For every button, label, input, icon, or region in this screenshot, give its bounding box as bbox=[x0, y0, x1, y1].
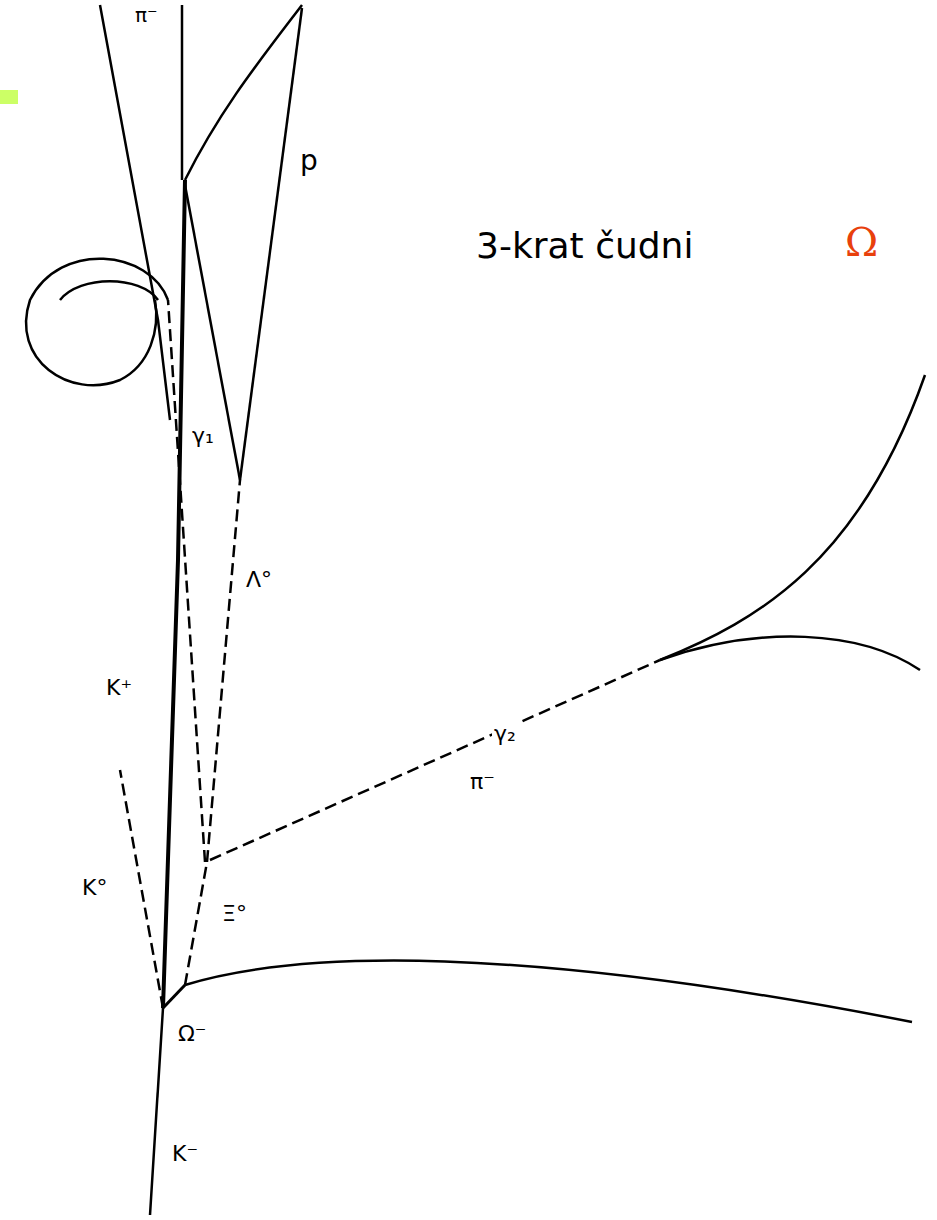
positron-track bbox=[660, 637, 920, 670]
xi0-track bbox=[185, 862, 207, 985]
piminus-track bbox=[185, 961, 912, 1022]
particle-label: Λ° bbox=[244, 568, 274, 592]
omega-symbol: Ω bbox=[843, 220, 880, 264]
k0-track bbox=[120, 770, 163, 1008]
electron-track bbox=[660, 375, 925, 660]
particle-label: γ₁ bbox=[190, 424, 216, 448]
particle-label: K⁺ bbox=[104, 676, 134, 700]
particle-label: π⁻ bbox=[468, 770, 497, 794]
particle-label: Ξ° bbox=[220, 902, 249, 926]
gamma2-track bbox=[210, 660, 660, 860]
left-track bbox=[100, 5, 170, 420]
lambda0-track bbox=[207, 480, 240, 862]
proton-track bbox=[185, 5, 302, 180]
corner-mark bbox=[0, 90, 18, 104]
kminus-track bbox=[150, 1008, 163, 1215]
lambda-pion-track bbox=[185, 185, 240, 480]
kplus-track bbox=[163, 180, 185, 1008]
particle-label: Ω⁻ bbox=[176, 1022, 208, 1046]
gamma1-track bbox=[168, 300, 205, 862]
particle-label: p bbox=[298, 146, 320, 177]
particle-label: γ₂ bbox=[492, 722, 518, 746]
particle-label: K° bbox=[80, 876, 109, 900]
top-track bbox=[181, 5, 184, 180]
particle-label: K⁻ bbox=[170, 1142, 200, 1166]
positron-arc bbox=[60, 281, 158, 300]
caption-text: 3-krat čudni bbox=[474, 226, 695, 266]
omega-track bbox=[163, 985, 185, 1008]
electron-spiral bbox=[26, 259, 168, 386]
lambda-proton-track bbox=[240, 8, 302, 480]
particle-label: π⁻ bbox=[133, 4, 160, 26]
